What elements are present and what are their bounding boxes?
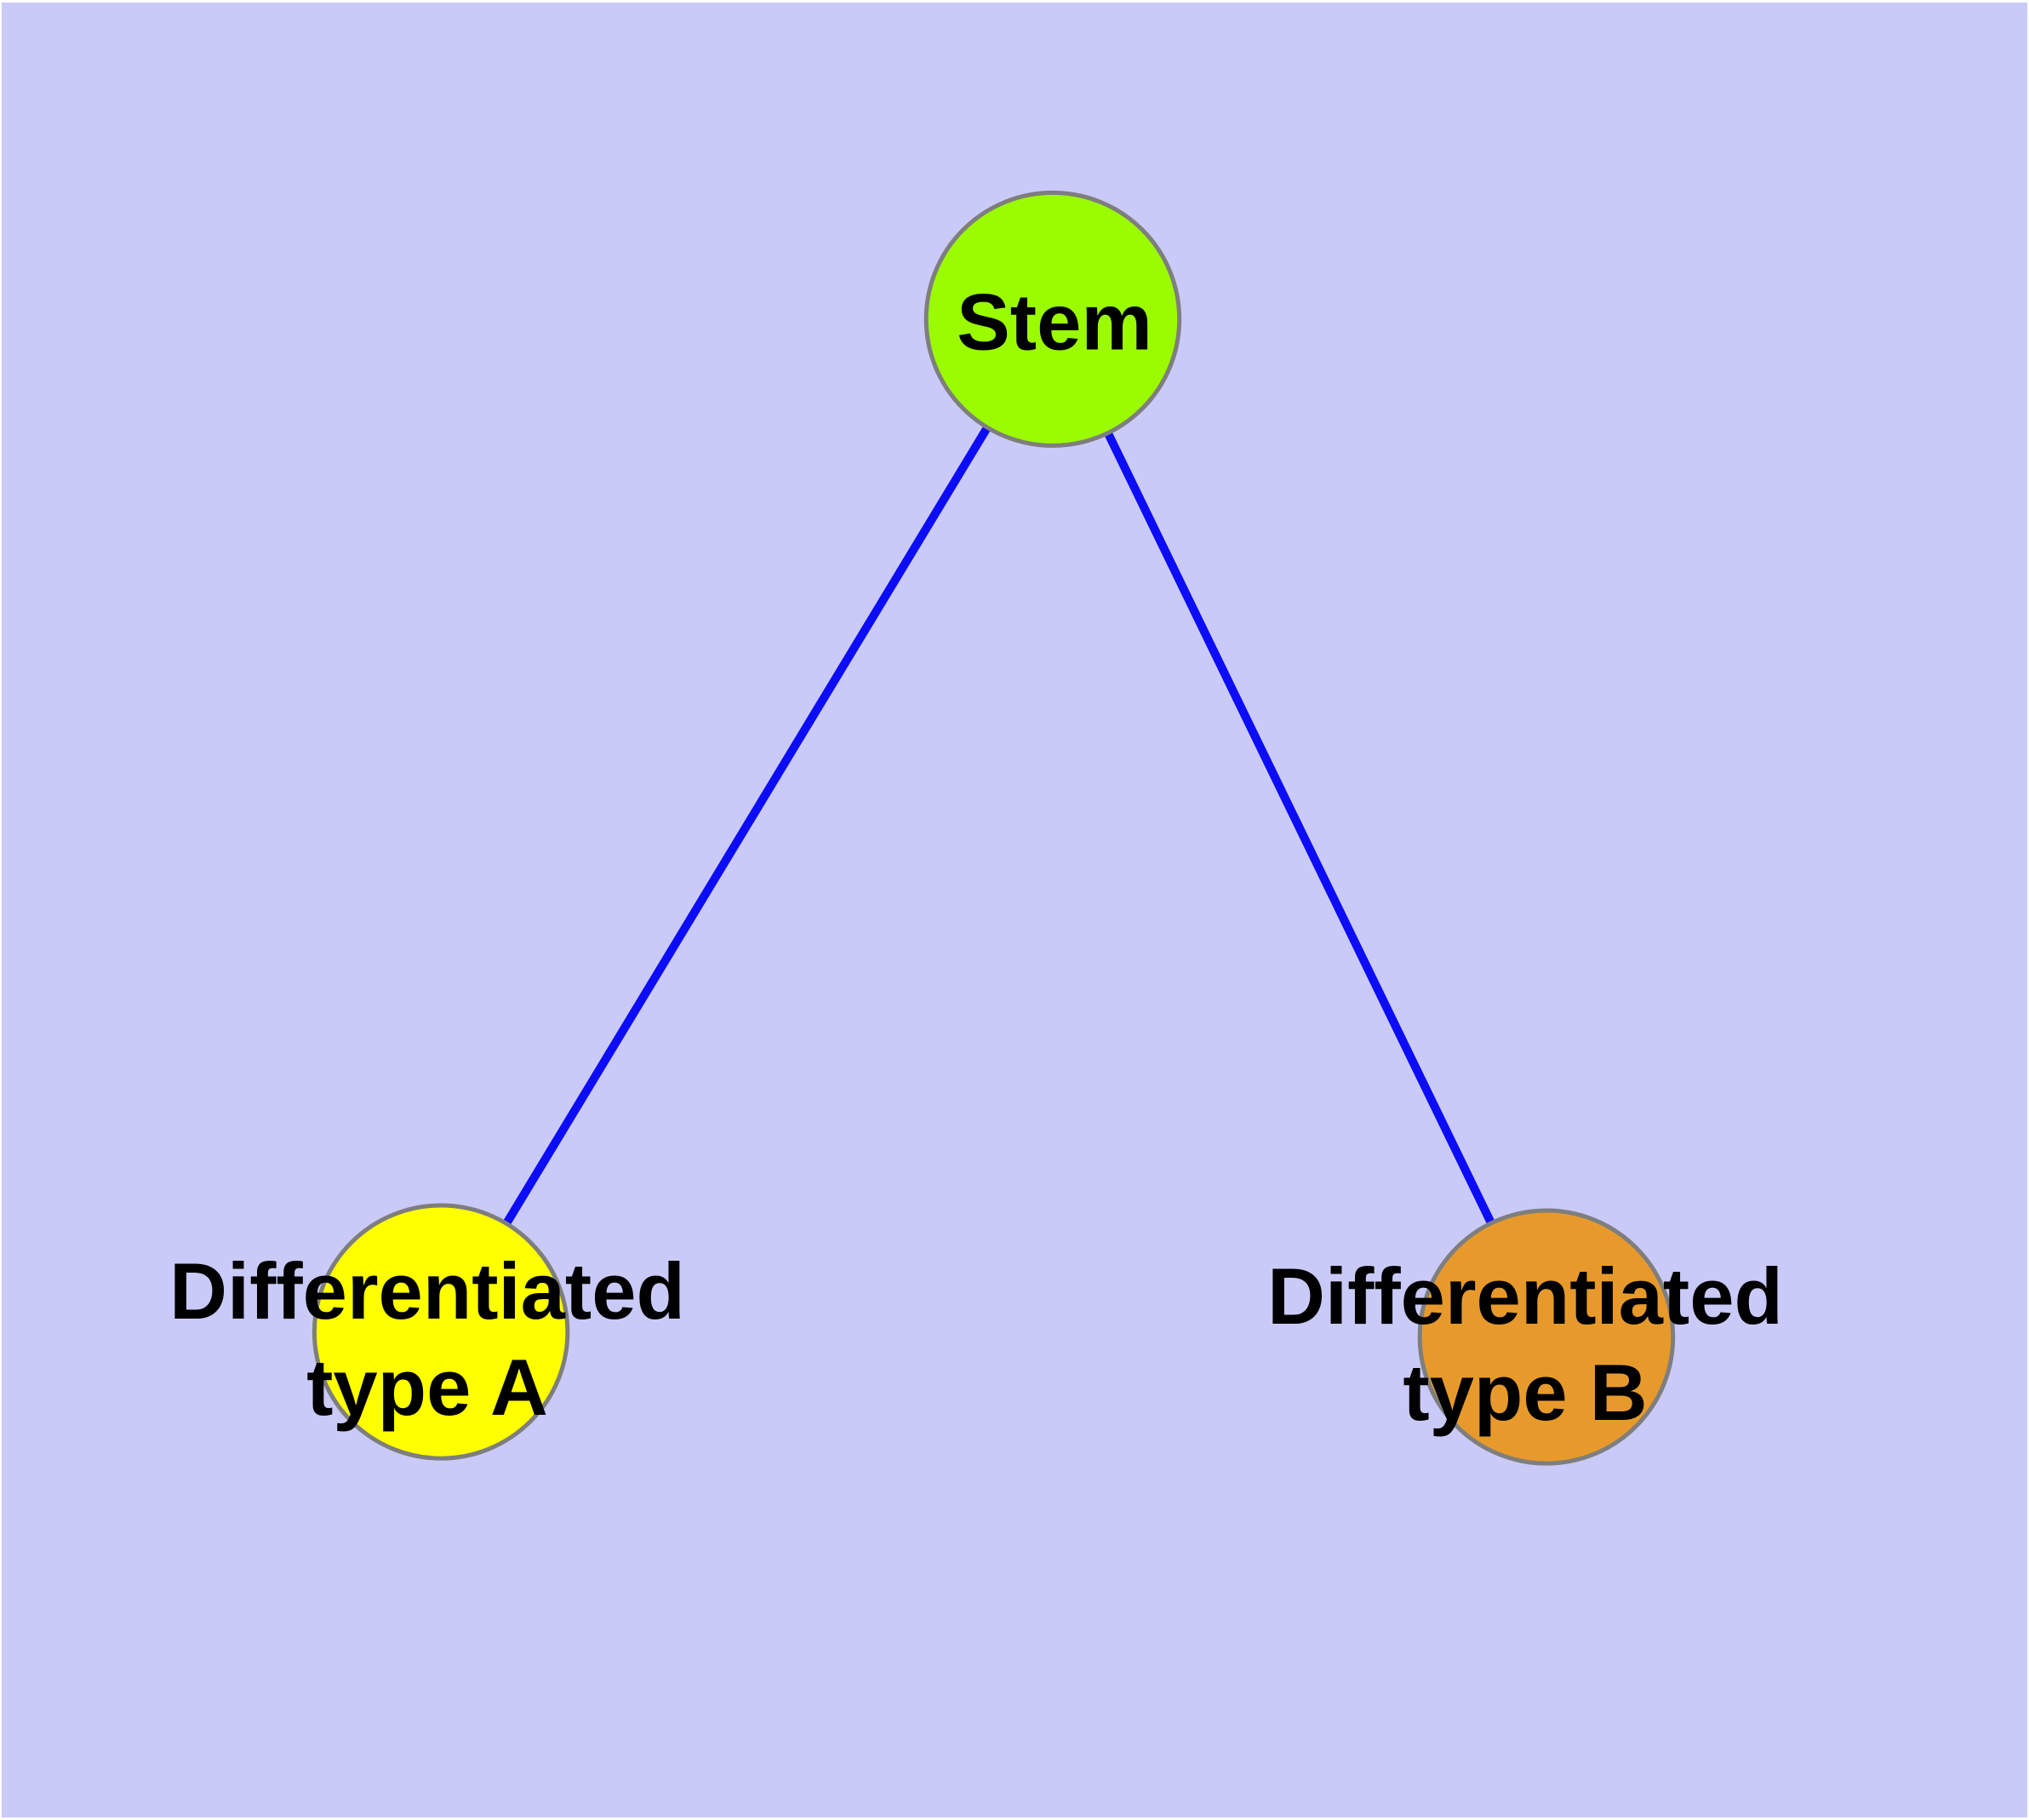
graph-canvas: Stem Differentiated type A Differentiate…: [2, 3, 2027, 1817]
node-label-stem: Stem: [957, 274, 1152, 370]
edge-stem-to-type-a: [437, 317, 1057, 1335]
node-label-stem-text: Stem: [957, 277, 1152, 367]
node-label-type-a-line1: Differentiated: [169, 1246, 685, 1336]
edge-stem-to-type-b: [1049, 317, 1551, 1339]
graph-drawing: [311, 190, 1676, 1466]
node-label-type-a-line2: type A: [306, 1342, 548, 1432]
node-label-type-b-line1: Differentiated: [1267, 1251, 1783, 1341]
node-stem: [923, 190, 1182, 449]
node-label-type-b-line2: type B: [1403, 1348, 1648, 1437]
node-differentiated-type-a: [311, 1203, 570, 1461]
node-label-differentiated-type-b: Differentiated type B: [1267, 1248, 1783, 1440]
node-label-differentiated-type-a: Differentiated type A: [169, 1243, 685, 1435]
node-differentiated-type-b: [1417, 1208, 1676, 1466]
